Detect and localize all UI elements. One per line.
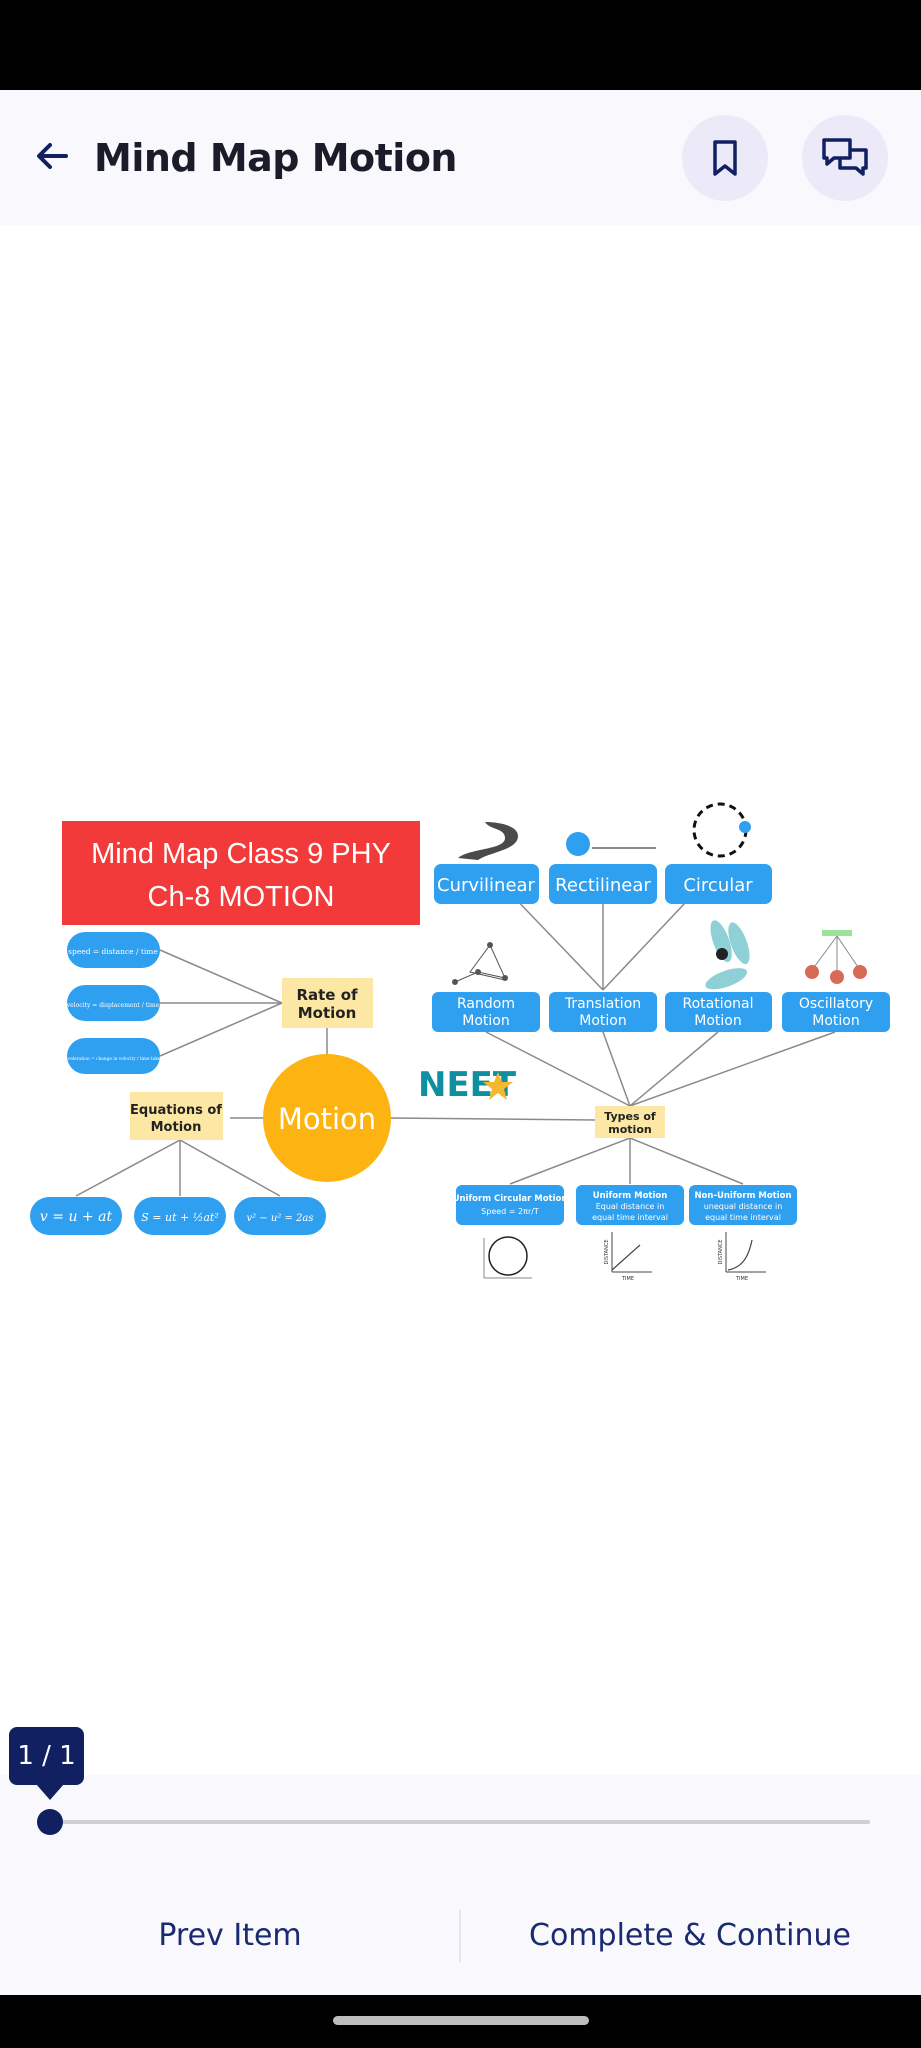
node-oscillatory-motion-line2: Motion [812,1013,859,1029]
formula-velocity-text: velocity = displacement / time [66,1002,160,1009]
non-uniform-graph-y-label: DISTANCE [718,1240,724,1265]
node-random-motion-line1: Random [457,996,515,1012]
equation-3-text: v² − u² = 2as [246,1213,313,1224]
node-rotational-motion-line1: Rotational [682,996,753,1012]
formula-acceleration-text: acceleration = change in velocity / time… [63,1057,163,1062]
node-random-motion [432,992,540,1032]
curved-road-icon [458,822,518,860]
chat-bubbles-icon [822,138,868,176]
pendulum-icon [805,930,867,984]
node-non-uniform-motion-sub1: unequal distance in [704,1202,783,1211]
rate-of-motion-line1: Rate of [296,986,358,1004]
rate-of-motion-line2: Motion [298,1004,357,1022]
center-node-motion [263,1054,391,1182]
node-uniform-motion-sub1: Equal distance in [596,1202,665,1211]
node-rectilinear-label: Rectilinear [555,875,651,896]
equation-2 [134,1197,226,1235]
uniform-graph-x-label: TIME [621,1276,634,1282]
node-non-uniform-motion-sub2: equal time interval [705,1213,781,1222]
equations-of-motion-label [130,1092,223,1140]
types-line1: Types of [604,1110,656,1123]
circle-path-diagram [483,1236,532,1279]
rate-of-motion-label [282,978,373,1028]
random-path-icon [452,942,508,985]
page-title: Mind Map Motion [94,136,457,180]
node-translation-motion [549,992,657,1032]
node-uniform-circular-title: Uniform Circular Motion [453,1194,568,1204]
bookmark-icon [713,140,737,176]
node-uniform-motion-title: Uniform Motion [593,1191,668,1201]
uniform-graph-y-label: DISTANCE [604,1240,610,1265]
types-of-motion-label [595,1106,665,1138]
mind-map-title-box [62,821,420,925]
circular-path-icon [692,802,748,858]
equation-3 [234,1197,326,1235]
types-line2: motion [608,1123,651,1136]
node-translation-motion-line1: Translation [564,996,641,1012]
equation-1 [30,1197,122,1235]
node-uniform-motion-sub2: equal time interval [592,1213,668,1222]
node-oscillatory-motion-line1: Oscillatory [799,996,873,1012]
page-indicator-pointer [36,1784,64,1800]
node-non-uniform-motion [689,1185,797,1225]
node-rectilinear [549,864,657,904]
complete-continue-button[interactable]: Complete & Continue [529,1917,851,1953]
node-curvilinear [434,864,539,904]
node-circular [665,864,772,904]
node-uniform-circular [456,1185,564,1225]
progress-slider-thumb[interactable] [37,1809,63,1835]
node-translation-motion-line2: Motion [579,1013,626,1029]
non-uniform-graph-x-label: TIME [735,1276,748,1282]
formula-acceleration [67,1038,160,1074]
mind-map-title-line1: Mind Map Class 9 PHY [91,838,391,870]
fan-icon [705,920,750,990]
chat-button[interactable] [802,115,888,201]
node-uniform-circular-sub1: Speed = 2πr/T [481,1207,539,1216]
node-non-uniform-motion-title: Non-Uniform Motion [694,1191,791,1201]
ball-icon [566,832,590,856]
circular-ball-icon [739,821,751,833]
node-uniform-motion [576,1185,684,1225]
page-indicator: 1 / 1 [9,1727,84,1785]
node-rotational-motion [665,992,772,1032]
node-random-motion-line2: Motion [462,1013,509,1029]
home-indicator[interactable] [333,2016,589,2025]
star-icon [483,1072,513,1100]
node-curvilinear-label: Curvilinear [437,875,536,896]
node-circular-label: Circular [683,875,753,896]
node-oscillatory-motion [782,992,890,1032]
center-node-label: Motion [278,1102,376,1136]
non-uniform-graph: DISTANCE TIME [718,1232,766,1282]
connector-lines [75,867,836,1197]
status-bar [0,0,921,90]
bookmark-button[interactable] [682,115,768,201]
uniform-graph: DISTANCE TIME [604,1232,652,1282]
formula-speed [67,932,160,968]
mind-map-image: Mind Map Class 9 PHY Ch-8 MOTION Curvili… [30,802,890,1282]
node-rotational-motion-line2: Motion [694,1013,741,1029]
footer-divider [459,1910,461,1962]
equations-line2: Motion [151,1120,202,1135]
equation-1-text: v = u + at [40,1209,113,1225]
formula-speed-text: speed = distance / time [68,947,158,956]
prev-item-button[interactable]: Prev Item [158,1917,302,1953]
back-button[interactable] [26,130,78,182]
progress-slider-track[interactable] [50,1820,870,1824]
formula-velocity [67,985,160,1021]
equation-2-text: S = ut + ½at² [141,1211,219,1224]
mind-map-title-line2: Ch-8 MOTION [148,881,335,913]
equations-line1: Equations of [130,1103,222,1118]
arrow-left-icon [37,143,68,169]
